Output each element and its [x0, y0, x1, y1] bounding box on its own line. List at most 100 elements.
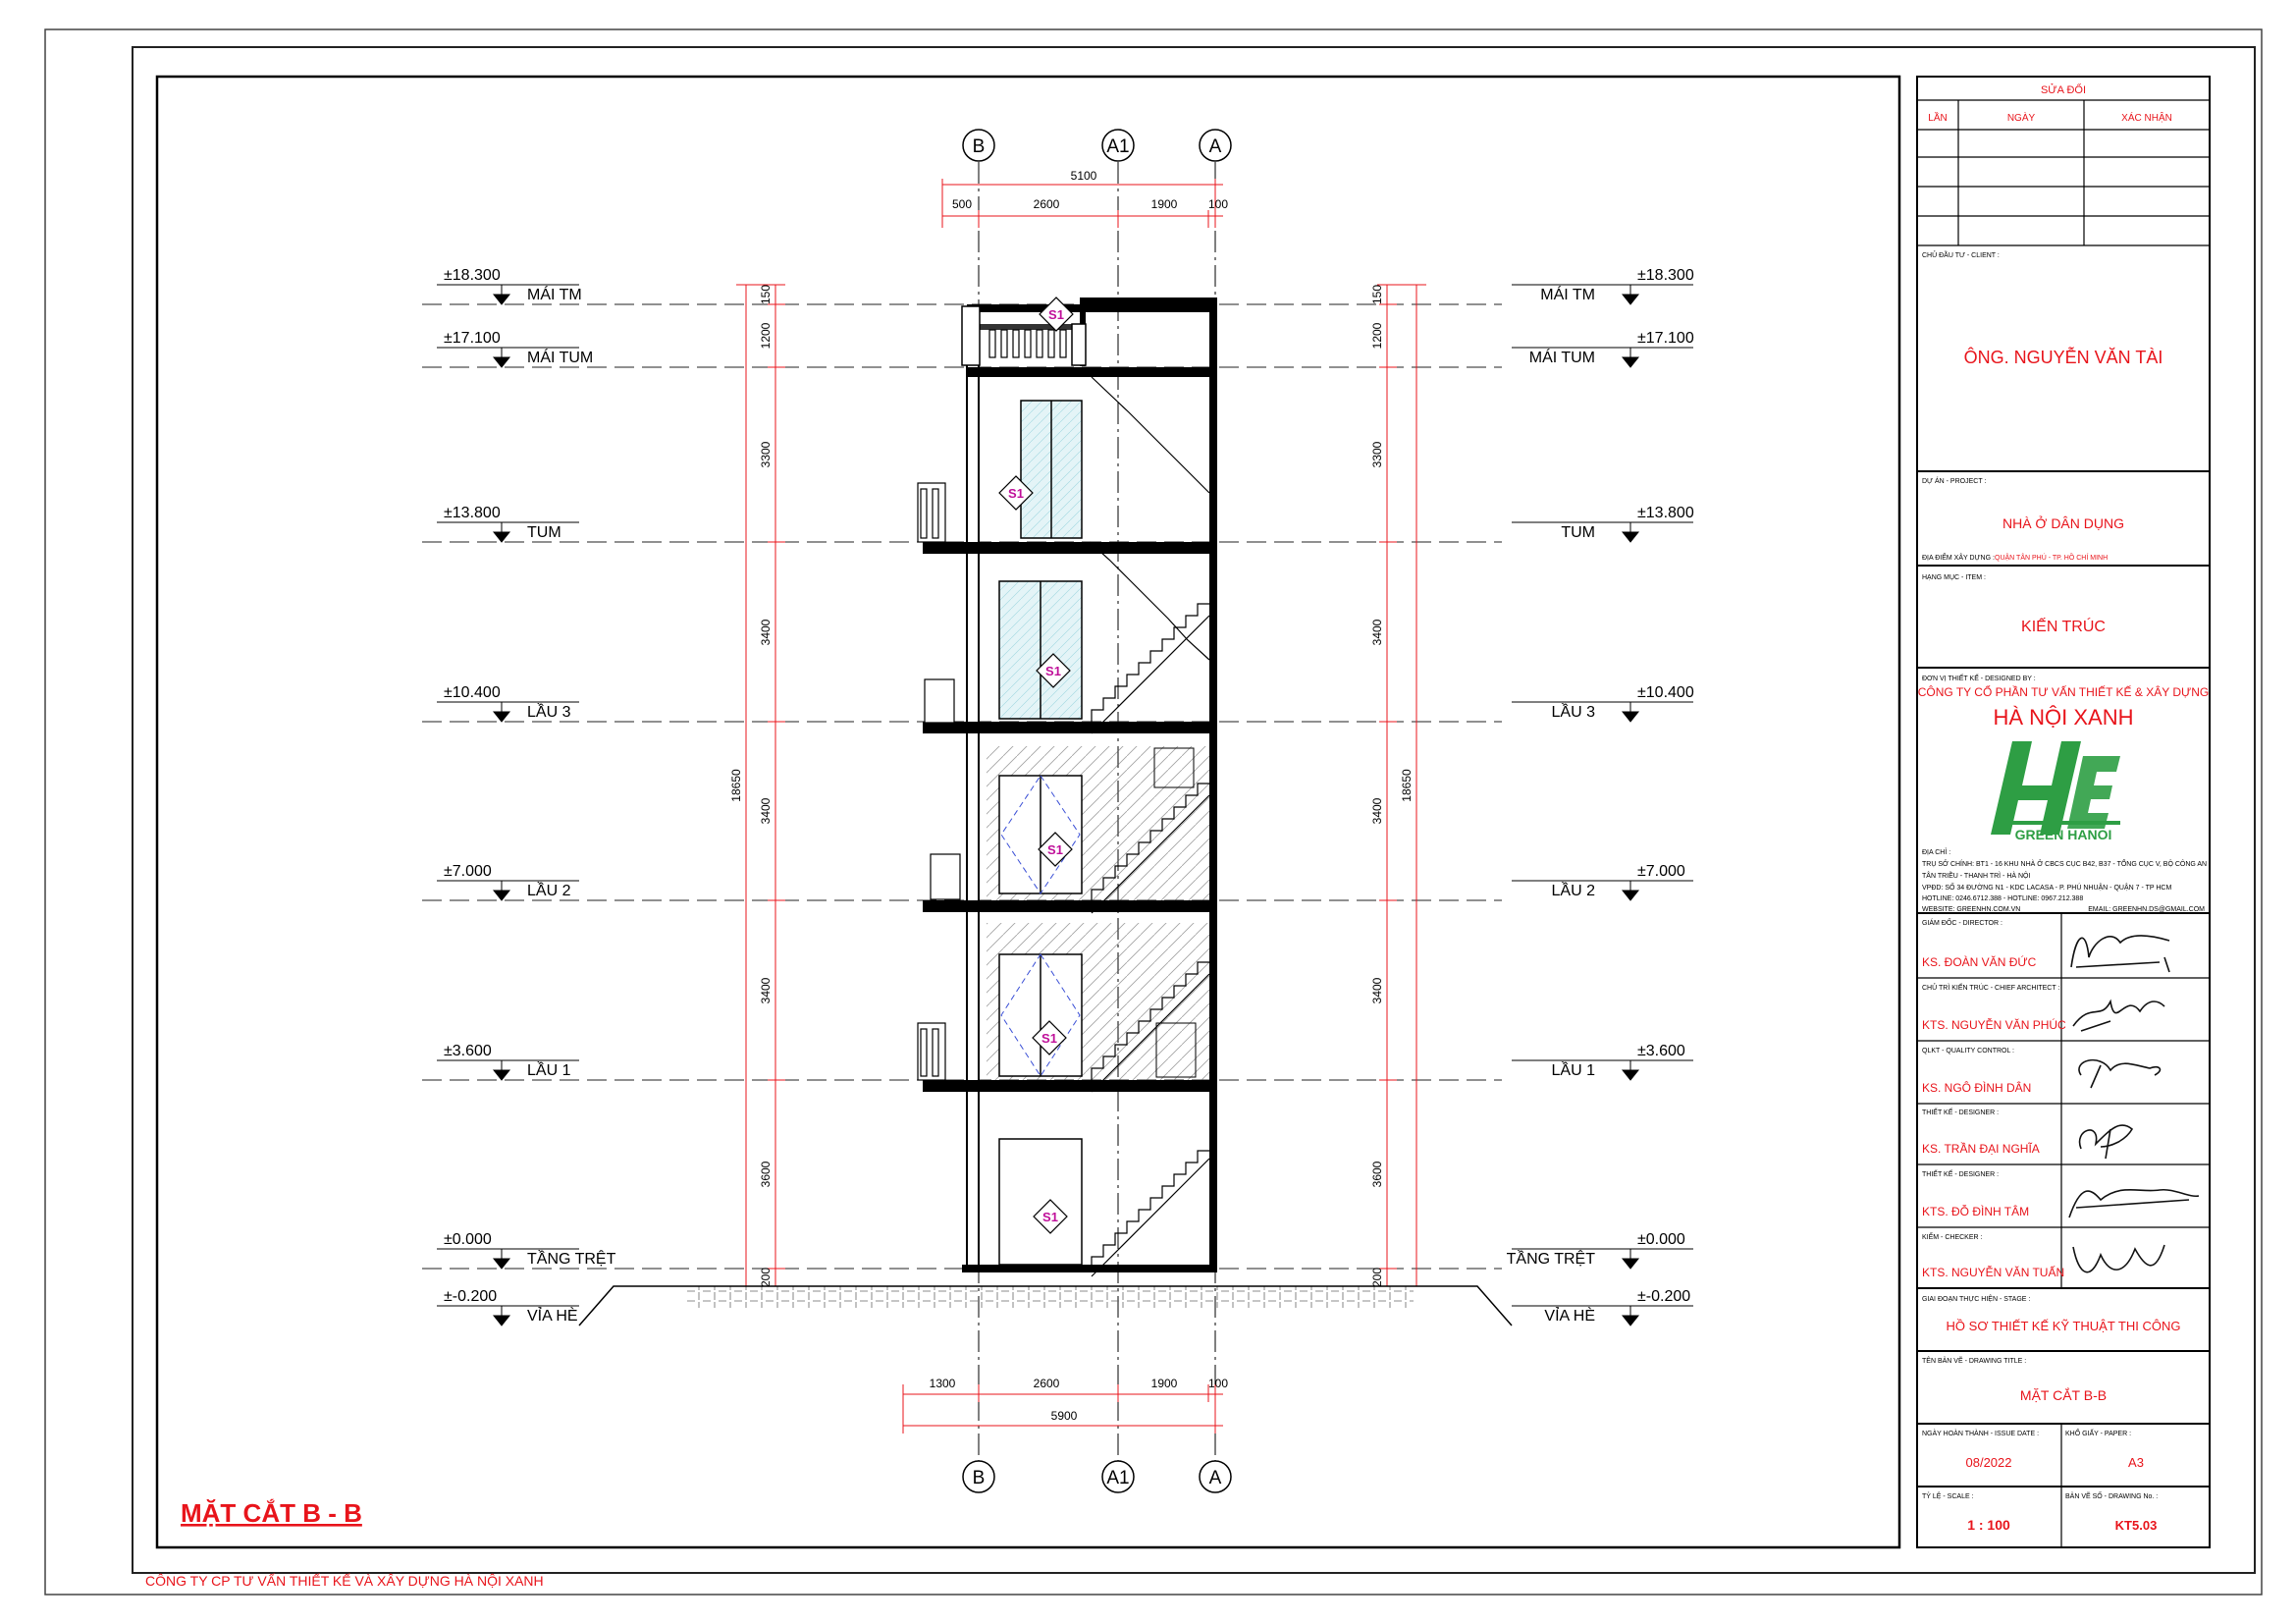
tb-drawing-title-label: TÊN BẢN VẼ - DRAWING TITLE :: [1922, 1356, 2026, 1365]
svg-text:S1: S1: [1045, 664, 1061, 678]
title-block-text: SỬA ĐỔI LẦN NGÀY XÁC NHẬN CHỦ ĐẦU TƯ - C…: [1918, 83, 2210, 730]
title-block-bottom: GIAI ĐOẠN THỰC HIỆN - STAGE : HỒ SƠ THIẾ…: [1922, 1294, 2180, 1533]
left-vertical-dims: [736, 284, 785, 1287]
left-elev-4: ±10.400: [444, 684, 501, 701]
svg-text:S1: S1: [1041, 1031, 1057, 1046]
tb-person-2: KTS. NGUYỄN VĂN PHÚC: [1922, 1017, 2066, 1032]
vdim-right-4: 3400: [1370, 619, 1384, 645]
bottom-dim-seg-2: 2600: [1034, 1377, 1060, 1390]
svg-text:S1: S1: [1048, 307, 1064, 322]
tb-drawing-no-label: BẢN VẼ SỐ - DRAWING No. :: [2065, 1490, 2158, 1500]
right-elev-1: ±18.300: [1637, 267, 1694, 284]
grid-label-top-b: B: [973, 136, 986, 157]
right-elev-4: ±10.400: [1637, 684, 1694, 701]
tag-s1-2: S1: [998, 475, 1034, 511]
building-section: [917, 298, 1217, 1277]
vdim-left-4: 3400: [759, 619, 773, 645]
left-name-8: VỈA HÈ: [527, 1306, 578, 1325]
bottom-dim-seg-3: 1900: [1151, 1377, 1178, 1390]
right-elev-8: ±-0.200: [1637, 1288, 1690, 1305]
vertical-dim-texts: 18650 150 1200 3300 3400 3400 3400 3600 …: [729, 285, 1414, 1287]
bottom-dimension-chain: [902, 1384, 1223, 1434]
vdim-left-3: 3300: [759, 441, 773, 467]
top-dimension-chain: [941, 179, 1223, 228]
right-level-labels: MÁI TM ±18.300 MÁI TUM ±17.100 TUM ±13.8…: [1507, 267, 1694, 1325]
left-name-2: MÁI TUM: [527, 348, 593, 366]
tb-designed-by-label: ĐƠN VỊ THIẾT KẾ - DESIGNED BY :: [1922, 673, 2036, 682]
right-name-8: VỈA HÈ: [1544, 1306, 1595, 1325]
right-name-5: LẦU 2: [1552, 881, 1596, 899]
tag-s1-1: S1: [1039, 297, 1074, 332]
right-elev-7: ±0.000: [1637, 1231, 1685, 1248]
right-elev-5: ±7.000: [1637, 863, 1685, 880]
tb-role-4: THIẾT KẾ - DESIGNER :: [1922, 1107, 1999, 1116]
tb-item-label: HẠNG MỤC - ITEM :: [1922, 574, 1986, 581]
vdim-left-5: 3400: [759, 797, 773, 824]
tb-scale-label: TỶ LỆ - SCALE :: [1922, 1491, 1974, 1500]
grid-label-top-a: A: [1209, 136, 1222, 157]
tb-paper: A3: [2128, 1455, 2144, 1470]
right-elev-3: ±13.800: [1637, 505, 1694, 521]
tb-role-2: CHỦ TRÌ KIẾN TRÚC - CHIEF ARCHITECT :: [1922, 982, 2059, 992]
grid-label-bottom-a1: A1: [1106, 1468, 1129, 1488]
left-elev-5: ±7.000: [444, 863, 492, 880]
tb-company-line1: CÔNG TY CỔ PHẦN TƯ VẤN THIẾT KẾ & XÂY DỰ…: [1918, 684, 2210, 699]
left-name-4: LẦU 3: [527, 702, 571, 721]
svg-text:S1: S1: [1008, 486, 1024, 501]
tb-stage-label: GIAI ĐOẠN THỰC HIỆN - STAGE :: [1922, 1294, 2030, 1303]
left-elev-7: ±0.000: [444, 1231, 492, 1248]
tb-client: ÔNG. NGUYỄN VĂN TÀI: [1964, 347, 2163, 367]
top-dim-total: 5100: [1071, 169, 1097, 183]
tb-rev-col-1: LẦN: [1928, 111, 1947, 124]
drawing-frame: [155, 75, 1901, 1549]
tb-rev-col-2: NGÀY: [2007, 111, 2036, 124]
vdim-right-total: 18650: [1400, 769, 1414, 802]
left-elev-2: ±17.100: [444, 330, 501, 347]
left-name-5: LẦU 2: [527, 881, 571, 899]
company-logo: GREEN HANOI: [1991, 741, 2120, 842]
right-elev-6: ±3.600: [1637, 1043, 1685, 1059]
left-name-6: LẦU 1: [527, 1060, 571, 1079]
tb-revision-header: SỬA ĐỔI: [2041, 83, 2086, 96]
signature-4: [2078, 1124, 2134, 1160]
inner-border: [132, 46, 2256, 1574]
left-level-labels: ±18.300 MÁI TM ±17.100 MÁI TUM ±13.800 T…: [444, 267, 616, 1325]
tb-role-6: KIỂM - CHECKER :: [1922, 1232, 1983, 1241]
title-block: [1916, 76, 2211, 1548]
vdim-right-1: 150: [1370, 285, 1384, 304]
left-name-1: MÁI TM: [527, 285, 582, 303]
tb-email: EMAIL: GREENHN.DS@GMAIL.COM: [2088, 906, 2205, 913]
tb-scale: 1 : 100: [1967, 1517, 2010, 1533]
tb-role-5: THIẾT KẾ - DESIGNER :: [1922, 1168, 1999, 1178]
svg-text:S1: S1: [1042, 1210, 1058, 1224]
top-dim-seg-2: 2600: [1034, 197, 1060, 211]
tb-person-3: KS. NGÔ ĐÌNH DÂN: [1922, 1080, 2031, 1095]
left-elev-8: ±-0.200: [444, 1288, 497, 1305]
tb-address-1: TRỤ SỞ CHÍNH: BT1 - 16 KHU NHÀ Ở CBCS CỤ…: [1922, 859, 2207, 868]
tb-issue-date: 08/2022: [1966, 1455, 2012, 1470]
vdim-left-6: 3400: [759, 977, 773, 1003]
top-dim-seg-1: 500: [952, 197, 972, 211]
right-name-1: MÁI TM: [1540, 285, 1595, 303]
tb-address-4: HOTLINE: 0246.6712.388 - HOTLINE: 0967.2…: [1922, 895, 2083, 902]
tb-website: WEBSITE: GREENHN.COM.VN: [1922, 906, 2020, 913]
signature-6: [2072, 1244, 2165, 1273]
left-elev-3: ±13.800: [444, 505, 501, 521]
right-elev-2: ±17.100: [1637, 330, 1694, 347]
logo-text: GREEN HANOI: [2015, 827, 2112, 842]
bottom-dim-total: 5900: [1051, 1409, 1078, 1423]
right-name-7: TẦNG TRỆT: [1507, 1249, 1596, 1268]
tb-drawing-no: KT5.03: [2115, 1518, 2158, 1533]
tb-address-2: TÂN TRIỀU - THANH TRÌ - HÀ NỘI: [1922, 870, 2031, 880]
signature-2: [2072, 999, 2165, 1032]
tb-drawing-title: MẶT CẮT B-B: [2020, 1386, 2107, 1403]
vdim-left-8: 200: [759, 1268, 773, 1287]
left-name-7: TẦNG TRỆT: [527, 1249, 616, 1268]
vdim-left-7: 3600: [759, 1161, 773, 1187]
tb-stage: HỒ SƠ THIẾT KẾ KỸ THUẬT THI CÔNG: [1947, 1319, 2181, 1333]
tb-address-3: VPĐD: SỐ 34 ĐƯỜNG N1 - KDC LACASA - P. P…: [1922, 882, 2171, 892]
signature-1: [2070, 935, 2170, 973]
tb-issue-date-label: NGÀY HOÀN THÀNH - ISSUE DATE :: [1922, 1429, 2039, 1437]
tb-person-5: KTS. ĐỖ ĐÌNH TÂM: [1922, 1204, 2029, 1218]
